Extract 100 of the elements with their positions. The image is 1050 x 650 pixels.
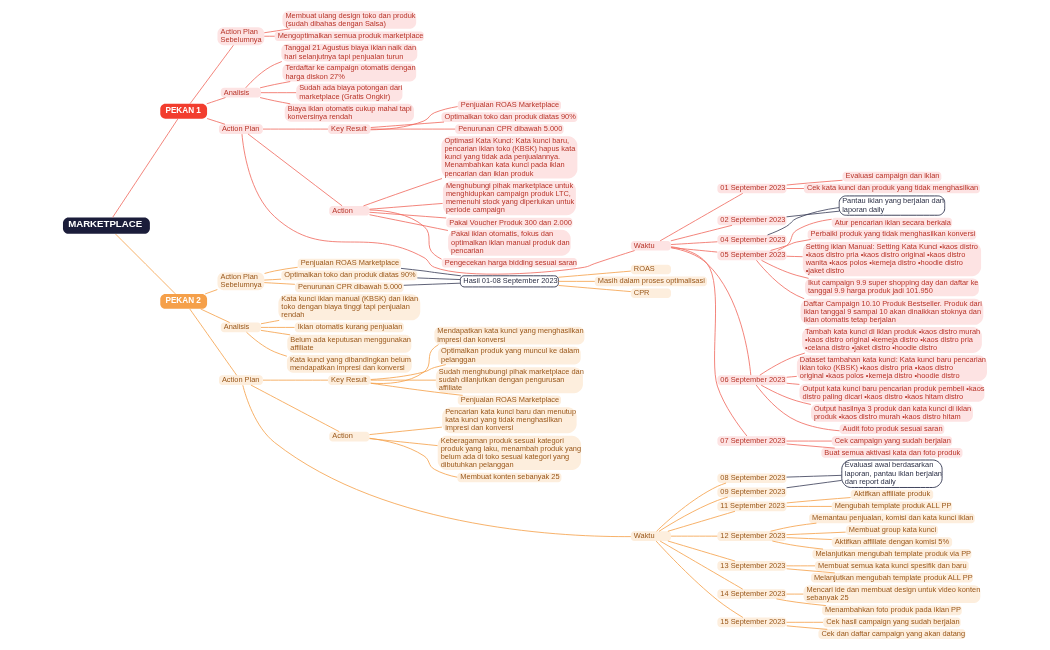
connector [189, 308, 238, 376]
node-box: Daftar Campaign 10.10 Produk Bestseller. Produk dari iklan tanggal 9 sampai 10 akan dinaikkan stoknya dan iklan otomatis tetap berjalan [800, 298, 984, 325]
node-box: Pantau iklan yang berjalan dan laporan daily [838, 195, 946, 216]
node-box: Membuat group kata kunci [845, 525, 938, 536]
connector [247, 133, 343, 207]
connector [189, 44, 234, 105]
connector [776, 598, 827, 606]
node-box: 06 September 2023 [717, 375, 787, 385]
connector [369, 211, 447, 219]
connector [369, 209, 442, 260]
node-box: 05 September 2023 [717, 250, 787, 261]
connector [259, 97, 291, 105]
node-box: Atur pencarian iklan secara berkala [831, 217, 953, 228]
node-box: Melanjutkan mengubah template produk via PP [812, 549, 972, 559]
connector [786, 568, 836, 574]
connector [242, 384, 632, 537]
connector [760, 384, 812, 405]
connector [263, 282, 296, 285]
connector [667, 540, 736, 562]
connector [416, 277, 461, 280]
connector [369, 426, 443, 435]
connector [670, 241, 718, 245]
node-box: Cek kata kunci dan produk yang tidak menghasilkan [803, 183, 980, 194]
node-box: Membuat semua kata kunci spesifik dan baru [815, 561, 969, 571]
connector [263, 35, 276, 37]
connector [658, 496, 729, 532]
connector [667, 510, 736, 532]
connector [370, 382, 464, 396]
connector [370, 106, 458, 131]
node-box: Iklan otomatis kurang penjualan [294, 322, 404, 333]
node-box: Waktu [630, 240, 671, 251]
connector [755, 384, 840, 432]
node-box: Tanggal 21 Agustus biaya iklan naik dan hari selanjutnya tapi penjualan turun [281, 43, 418, 62]
node-box: 09 September 2023 [717, 487, 787, 498]
node-box: Penjualan ROAS Marketplace [457, 100, 562, 111]
node-box: Kata kunci iklan manual (KBSK) dan iklan toko dengan biaya tinggi tapi penjualan rendah [278, 294, 421, 321]
node-box: Mendapatkan kata kunci yang menghasilkan impresi dan konversi [434, 326, 585, 345]
node-box: 08 September 2023 [717, 473, 787, 484]
connector [262, 379, 329, 381]
node-box: 14 September 2023 [717, 589, 787, 599]
node-box: Pencarian kata kunci baru dan menutup kata kunci yang tidak menghasilkan impresi dan konversi [442, 407, 577, 434]
connector [403, 282, 461, 286]
connector [558, 285, 632, 292]
connector [260, 329, 291, 336]
node-box: Ikut campaign 9.9 super shopping day dan daftar ke tanggal 9.9 harga produk jadi 101.950 [805, 278, 979, 297]
connector [263, 278, 282, 281]
node-box: Action Plan Sebelumnya [217, 272, 265, 291]
connector [777, 218, 832, 251]
node-box: PEKAN 2 [160, 294, 208, 309]
node-box: Action [329, 431, 370, 442]
node-box: Output kata kunci baru pencarian produk pembeli •kaos distro paling dicari •kaos distro •kaos hitam distro [799, 383, 985, 402]
node-box: Optimalkan toko dan produk diatas 90% [281, 270, 418, 281]
node-box: Tambah kata kunci di iklan produk •kaos distro murah •kaos distro original •kemeja distro •kaos distro pria •celana distro •jaket distro •hoodie distro [802, 327, 982, 354]
connector [786, 375, 798, 378]
connector [370, 344, 439, 384]
node-box: Menghubungi pihak marketplace untuk menghidupkan campaign produk LTC, memenuhi stock yang diperlukan untuk periode campaign [442, 181, 576, 216]
node-box: 02 September 2023 [717, 215, 787, 226]
node-box: Pengecekan harga bidding sesuai saran [441, 257, 577, 268]
node-box: Evaluasi campaign dan iklan [842, 171, 942, 182]
node-box: Penurunan CPR dibawah 5.000 [295, 282, 404, 293]
connector [260, 92, 297, 94]
connector [786, 565, 816, 567]
node-box: Pakai iklan otomatis, fokus dan optimalkan iklan manual produk dan pencarian [448, 229, 571, 256]
node-box: Optimalkan toko dan produk diatas 90% [441, 112, 578, 123]
node-box: Analisis [220, 87, 261, 98]
connector [206, 118, 226, 125]
connector [786, 440, 833, 442]
connector [369, 214, 449, 231]
node-box: 07 September 2023 [717, 436, 787, 446]
node-box: Action Plan [218, 124, 263, 134]
node-box: 13 September 2023 [717, 561, 787, 571]
node-box: Terdaftar ke campaign otomatis dengan harga diskon 27% [282, 63, 417, 82]
node-box: Aktifkan affiliate produk [850, 489, 934, 500]
node-box: Sudah menghubungi pihak marketplace dan sudah dilanjutkan dengan pengurusan affiliate [435, 367, 583, 394]
node-box: Mengubah template produk ALL PP [831, 501, 953, 512]
node-box: Kata kunci yang dibandingkan belum mendapatkan impresi dan konversi [286, 354, 412, 373]
node-box: Action [329, 205, 370, 216]
node-box: Optimalkan produk yang muncul ke dalam pelanggan [438, 346, 581, 365]
connector [370, 379, 437, 381]
connector [659, 192, 744, 242]
connector [206, 97, 226, 105]
node-box: PEKAN 1 [160, 103, 208, 119]
node-box: Belum ada keputusan menggunakan affiliate [287, 334, 412, 353]
connector [200, 308, 231, 323]
connector [659, 540, 744, 590]
node-box: Membuat konten sebanyak 25 [457, 472, 562, 483]
node-box: 12 September 2023 [717, 531, 787, 541]
node-box: Audit foto produk sesuai saran [839, 424, 945, 434]
connector [369, 437, 458, 478]
connector [786, 382, 800, 385]
connector [260, 319, 280, 325]
connector [370, 364, 447, 380]
connector [756, 259, 805, 300]
connector [263, 28, 291, 34]
connector [770, 522, 817, 532]
connector [112, 118, 179, 218]
node-box: Action Plan Sebelumnya [217, 27, 265, 46]
connector [115, 233, 176, 295]
connector [558, 280, 596, 282]
connector [400, 267, 462, 277]
